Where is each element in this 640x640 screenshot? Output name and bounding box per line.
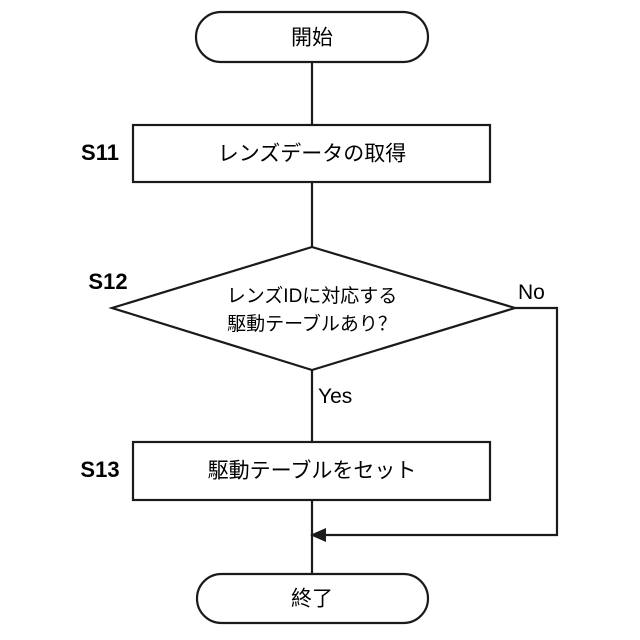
node-s11[interactable]: レンズデータの取得: [131, 123, 492, 184]
node-start[interactable]: 開始: [194, 10, 430, 64]
s12-label-line1: レンズIDに対応する: [227, 285, 398, 307]
s12-decision-shape: [108, 245, 519, 372]
step-label-s12: S12: [88, 269, 127, 294]
arrowhead-icon: [310, 528, 326, 542]
s13-process-shape: [131, 440, 492, 502]
end-terminator-shape: [195, 572, 430, 625]
s12-label-line2: 駆動テーブルあり？: [227, 312, 397, 335]
node-s12[interactable]: レンズIDに対応する 駆動テーブルあり？: [108, 245, 519, 372]
s11-label: レンズデータの取得: [218, 143, 407, 166]
node-end[interactable]: 終了: [195, 572, 430, 625]
branch-label-no: No: [518, 281, 545, 304]
s11-process-shape: [131, 123, 492, 184]
branch-label-yes: Yes: [318, 385, 352, 408]
end-label: 終了: [291, 588, 333, 611]
start-label: 開始: [291, 27, 333, 50]
step-label-s11: S11: [81, 140, 119, 165]
step-label-s13: S13: [80, 457, 119, 482]
node-s13[interactable]: 駆動テーブルをセット: [131, 440, 492, 502]
start-terminator-shape: [194, 10, 430, 64]
connector-s12-no-bypass: [310, 306, 559, 542]
s13-label: 駆動テーブルをセット: [208, 460, 417, 483]
